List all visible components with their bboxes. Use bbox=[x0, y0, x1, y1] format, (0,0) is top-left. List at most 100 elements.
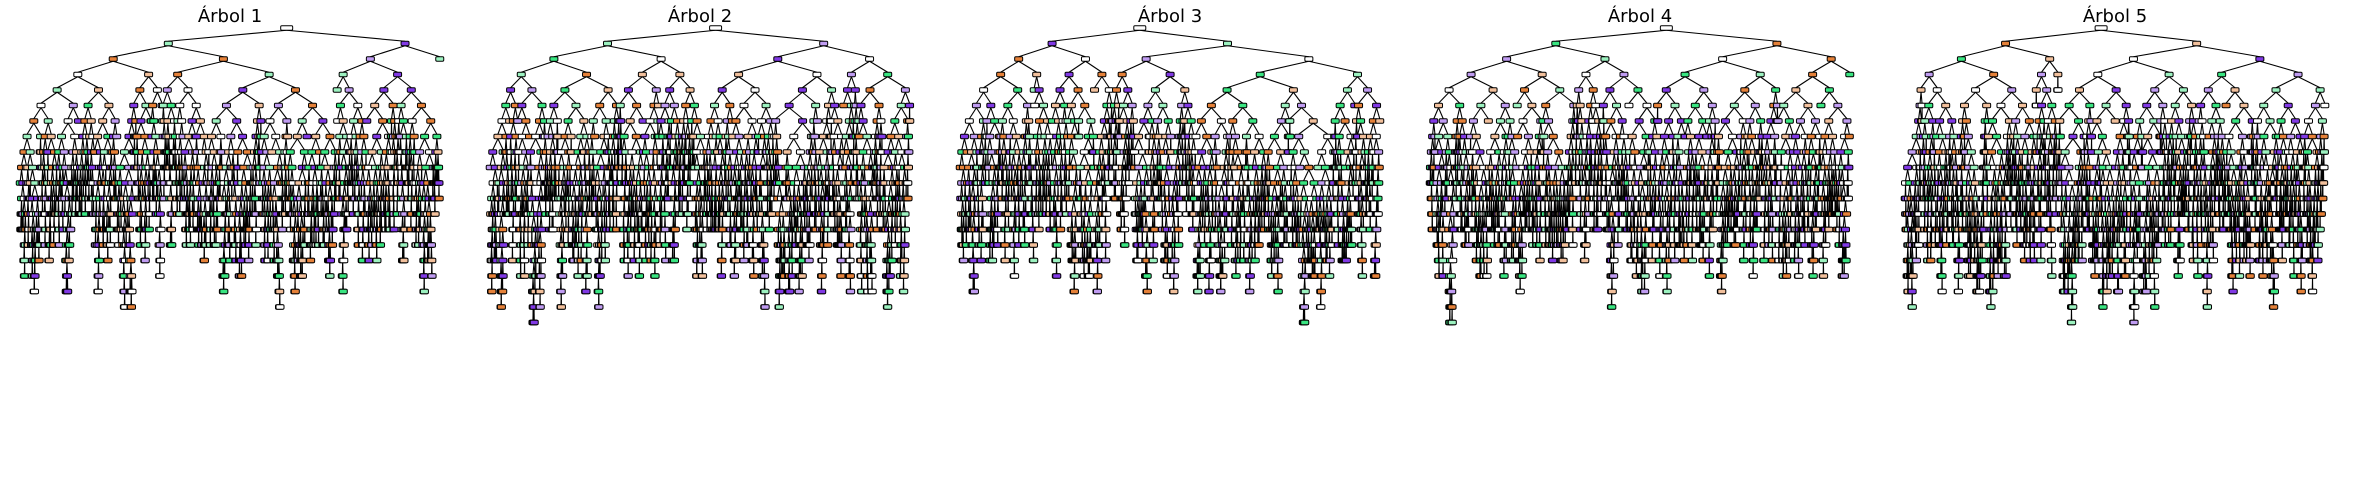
tree-edge bbox=[203, 138, 207, 150]
tree-edge bbox=[191, 123, 196, 135]
tree-edge bbox=[267, 216, 270, 228]
tree-edge bbox=[140, 107, 147, 119]
split-node bbox=[36, 102, 46, 109]
tree-edge bbox=[379, 169, 382, 181]
tree-edge bbox=[402, 185, 405, 197]
split-node bbox=[110, 118, 120, 124]
tree-edge bbox=[838, 185, 841, 197]
tree-edge bbox=[24, 216, 27, 228]
tree-edge bbox=[374, 107, 384, 120]
tree-edge bbox=[505, 138, 508, 150]
tree-edge bbox=[722, 154, 725, 166]
tree-edge bbox=[822, 123, 828, 135]
tree-edge bbox=[822, 138, 828, 150]
tree-edge bbox=[71, 169, 73, 181]
tree-edge bbox=[276, 231, 279, 243]
tree-edge bbox=[315, 138, 321, 150]
tree-edge bbox=[586, 231, 589, 243]
tree-edge bbox=[273, 185, 277, 197]
tree-edge bbox=[23, 138, 28, 150]
tree-edge bbox=[424, 122, 432, 135]
tree-edge bbox=[672, 169, 676, 181]
tree-edge bbox=[269, 169, 272, 181]
tree-edge bbox=[241, 169, 245, 181]
tree-edge bbox=[153, 138, 157, 150]
tree-edge bbox=[129, 231, 131, 243]
tree-edge bbox=[798, 185, 801, 197]
tree-edge bbox=[567, 107, 577, 120]
tree-edge bbox=[572, 200, 574, 212]
tree-edge bbox=[29, 169, 34, 181]
tree-edge bbox=[788, 107, 803, 120]
tree-edge bbox=[707, 138, 711, 150]
leaf-node bbox=[30, 288, 40, 295]
split-node bbox=[93, 87, 103, 93]
tree-edge bbox=[298, 169, 303, 181]
tree-edge bbox=[775, 107, 790, 120]
leaf-node bbox=[306, 257, 316, 264]
tree-edge bbox=[84, 123, 88, 135]
tree-edge bbox=[246, 154, 252, 166]
tree-edge bbox=[512, 123, 517, 135]
tree-edge bbox=[789, 216, 792, 228]
tree-edge bbox=[502, 154, 506, 166]
tree-edge bbox=[139, 91, 147, 104]
tree-edge bbox=[520, 200, 523, 212]
split-node bbox=[292, 133, 302, 140]
tree-edge bbox=[540, 185, 543, 197]
tree-edge bbox=[710, 169, 713, 181]
split-node bbox=[180, 149, 190, 155]
tree-edge bbox=[429, 216, 432, 228]
tree-edge bbox=[717, 123, 721, 135]
tree-edge bbox=[113, 45, 169, 58]
tree-edge bbox=[327, 169, 331, 181]
tree-edge bbox=[290, 185, 293, 197]
tree-edge bbox=[380, 154, 384, 166]
tree-edge bbox=[599, 107, 607, 120]
tree-edge bbox=[588, 154, 591, 166]
tree-edge bbox=[418, 185, 422, 197]
tree-edge bbox=[537, 200, 540, 212]
tree-edge bbox=[572, 216, 575, 228]
tree-edge bbox=[643, 154, 648, 166]
tree-edge bbox=[49, 216, 52, 228]
tree-edge bbox=[679, 154, 682, 166]
tree-edge bbox=[136, 123, 142, 135]
tree-edge bbox=[385, 138, 390, 150]
tree-edge bbox=[322, 200, 325, 212]
split-node bbox=[274, 257, 284, 264]
tree-edge bbox=[343, 216, 346, 228]
tree-edge bbox=[370, 45, 406, 58]
tree-edge bbox=[159, 231, 161, 243]
tree-edge bbox=[819, 154, 822, 166]
split-node bbox=[115, 164, 125, 171]
tree-edge bbox=[722, 185, 725, 197]
tree-edge bbox=[839, 200, 842, 212]
tree-edge bbox=[230, 122, 238, 135]
tree-edge bbox=[428, 154, 434, 166]
tree-edge bbox=[512, 107, 516, 119]
tree-edge bbox=[815, 154, 818, 166]
tree-edge bbox=[612, 169, 614, 181]
tree-edge bbox=[728, 138, 731, 150]
tree-edge bbox=[181, 123, 184, 135]
leaf-node bbox=[251, 242, 261, 248]
tree-edge bbox=[256, 107, 260, 119]
tree-edge bbox=[759, 169, 762, 181]
tree-edge bbox=[250, 169, 252, 181]
tree-edge bbox=[696, 185, 699, 197]
tree-edge bbox=[500, 154, 504, 166]
tree-edge bbox=[198, 185, 202, 197]
tree-edge bbox=[424, 138, 431, 150]
split-node bbox=[144, 71, 154, 78]
tree-edge bbox=[699, 185, 702, 197]
tree-edge bbox=[281, 169, 284, 181]
tree-edge bbox=[66, 185, 70, 197]
leaf-node bbox=[219, 288, 229, 295]
tree-edge bbox=[200, 200, 202, 212]
tree-edge bbox=[419, 154, 423, 166]
tree-edge bbox=[679, 76, 691, 89]
tree-edge bbox=[854, 92, 857, 104]
split-node bbox=[420, 133, 430, 140]
tree-edge bbox=[627, 91, 638, 104]
